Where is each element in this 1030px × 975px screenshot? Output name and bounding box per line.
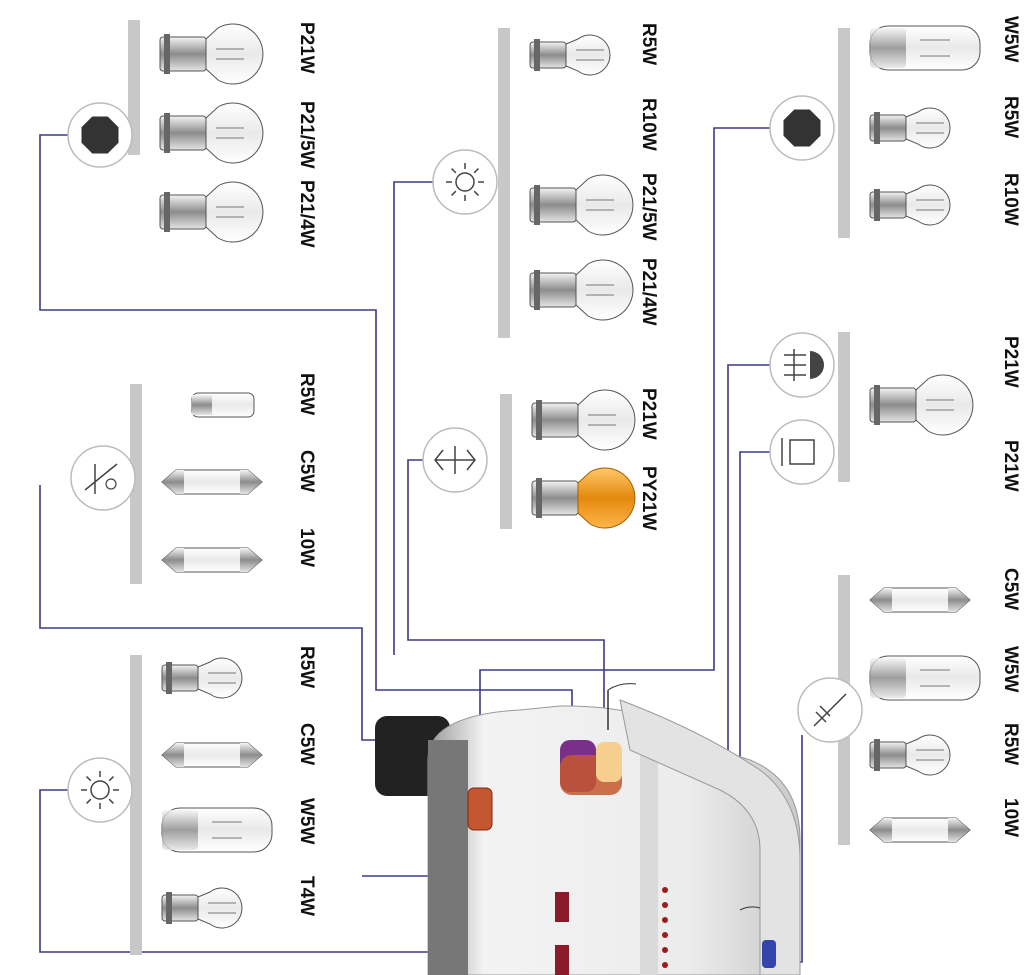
bulb — [529, 174, 634, 236]
fog-light-icon — [769, 332, 835, 398]
connector-g2 — [393, 181, 445, 655]
bulb — [869, 184, 951, 226]
bulb-label: R5W — [296, 646, 317, 688]
bulb-group-g7: P21W — [769, 419, 1021, 492]
bulb — [531, 389, 636, 451]
group-bracket — [838, 332, 850, 482]
body-edge-dark — [428, 740, 468, 975]
bulb-label: W5W — [1000, 16, 1021, 63]
bulb-label: P21W — [1000, 336, 1021, 388]
bulb-label: 10W — [1000, 798, 1021, 837]
bulb — [161, 657, 243, 699]
octagon-lamp-icon — [769, 95, 835, 161]
bulb-label: R5W — [638, 23, 659, 65]
reflector-1 — [555, 892, 569, 922]
bulb-label: PY21W — [638, 466, 659, 530]
bulb — [161, 742, 263, 768]
connector-lines — [39, 127, 803, 963]
bulb-group-g9: C5W W5W R5W 10W — [797, 568, 1021, 845]
bulb — [869, 817, 971, 843]
bulb — [529, 259, 634, 321]
group-bracket — [498, 28, 510, 338]
body-curve — [619, 699, 801, 975]
bulb — [161, 807, 273, 853]
bulb — [869, 734, 951, 776]
bulb-label: R5W — [1000, 723, 1021, 765]
sun-lamp-icon — [432, 149, 498, 215]
tail-light-left — [467, 787, 493, 831]
bulb-label: R10W — [638, 98, 659, 151]
sun-lamp-icon — [67, 757, 133, 823]
turn-signal-arrow-icon — [422, 427, 488, 493]
vehicle-rear — [375, 683, 801, 975]
bulb-label: W5W — [296, 798, 317, 845]
bulb-label: P21/4W — [296, 180, 317, 248]
connector-g5 — [407, 459, 605, 800]
octagon-lamp-icon — [67, 102, 133, 168]
bulb-label: C5W — [1000, 568, 1021, 610]
bulb-label: P21/4W — [638, 258, 659, 326]
reverse-light-icon — [769, 419, 835, 485]
group-bracket — [130, 384, 142, 584]
bulb — [159, 102, 264, 164]
bulb — [159, 181, 264, 243]
bulb-group-g6: P21W — [769, 332, 1021, 482]
connector-g8 — [39, 789, 556, 953]
bulb — [159, 23, 264, 85]
plate-light-icon — [797, 677, 863, 743]
connector-g1 — [39, 134, 573, 750]
bulb — [869, 655, 981, 701]
bulb — [161, 887, 243, 929]
bulb — [191, 392, 255, 418]
amber-bulb — [531, 467, 636, 529]
bulb — [869, 25, 981, 71]
bulb-group-g3: W5W R5W R10W — [769, 16, 1021, 238]
bulb-label: P21/5W — [638, 173, 659, 241]
reflector-2 — [555, 945, 569, 975]
bulb — [869, 107, 951, 149]
bulb-label: R10W — [1000, 173, 1021, 226]
bulb-group-g4: R5W C5W 10W — [70, 373, 317, 584]
bulb — [161, 469, 263, 495]
bulb-label: P21/5W — [296, 101, 317, 169]
bulb-label: T4W — [296, 876, 317, 916]
bulb-label: P21W — [1000, 440, 1021, 492]
trim-line — [739, 906, 761, 911]
bulb-label: P21W — [638, 388, 659, 440]
group-bracket — [500, 394, 512, 529]
roof-line — [607, 683, 637, 691]
bulb-label: P21W — [296, 22, 317, 74]
bulb-label: C5W — [296, 450, 317, 492]
connector-g3 — [479, 127, 770, 790]
bulb-group-g2: R5W R10W P21/5W P21/4W — [432, 23, 659, 338]
bulb-group-g1: P21W P21/5W P21/4W — [67, 20, 317, 248]
group-bracket — [130, 655, 142, 955]
bulb-label: 10W — [296, 528, 317, 567]
bulb — [869, 374, 974, 436]
plate-light — [762, 940, 776, 968]
body-edge-light — [640, 740, 658, 975]
group-bracket — [838, 28, 850, 238]
indicator-cluster — [596, 742, 622, 782]
interior-light-icon — [70, 445, 136, 511]
bulb — [161, 547, 263, 573]
bulb — [529, 34, 611, 76]
bulb-label: R5W — [1000, 96, 1021, 138]
bulb-label: C5W — [296, 723, 317, 765]
group-bracket — [128, 20, 140, 155]
bulb-group-g8: R5W C5W W5W T4W — [67, 646, 317, 955]
high-mount-light-dots — [662, 887, 668, 968]
bulb-label: W5W — [1000, 646, 1021, 693]
bulb-group-g5: P21W PY21W — [422, 388, 659, 530]
bulb-label: R5W — [296, 373, 317, 415]
bulb — [869, 587, 971, 613]
